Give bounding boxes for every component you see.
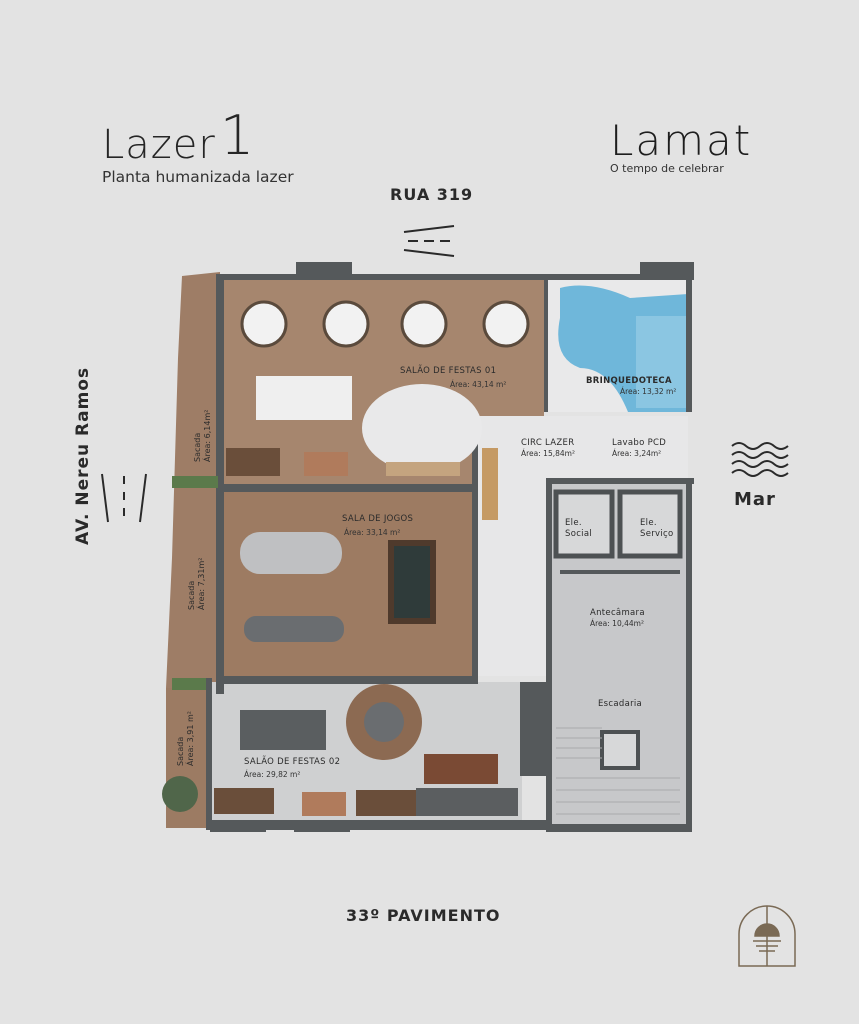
room-salao-festas-02-area: Área: 29,82 m² <box>244 770 301 779</box>
brand-emblem-icon <box>738 905 796 967</box>
room-sacada-3-label: Sacada Área: 3,91 m² <box>176 710 195 766</box>
room-sacada-2-label: Sacada Área: 7,31m² <box>187 557 206 610</box>
stair-steps <box>556 727 680 815</box>
room-ele-social-label: Ele. Social <box>565 518 593 539</box>
lounge-rug <box>362 384 482 472</box>
room-salao-festas-01-label: SALÃO DE FESTAS 01 <box>400 366 497 376</box>
room-antecamara-area: Área: 10,44m² <box>590 619 644 628</box>
brand-tagline: O tempo de celebrar <box>610 162 724 175</box>
elevator-servico <box>617 489 683 559</box>
room-lavabo-label: Lavabo PCD <box>612 438 667 448</box>
room-lavabo-area: Área: 3,24m² <box>612 449 662 458</box>
room-escadaria-label: Escadaria <box>598 699 643 709</box>
brick-grill <box>304 452 348 476</box>
ball-pit <box>636 316 686 408</box>
floor-plan <box>162 262 694 832</box>
room-brinquedoteca-area: Área: 13,32 m² <box>620 387 677 396</box>
kitchen-island <box>240 710 326 750</box>
road-left-icon <box>101 473 147 523</box>
floor-label: 33º PAVIMENTO <box>346 906 501 925</box>
stair-shaft <box>600 730 640 770</box>
room-brinquedoteca-label: BRINQUEDOTECA <box>586 376 672 386</box>
brand-logo-text: Lamat <box>610 116 753 165</box>
card-table <box>244 616 344 642</box>
sofa <box>386 462 460 476</box>
waves-icon <box>731 442 789 477</box>
room-salao-festas-02-label: SALÃO DE FESTAS 02 <box>244 757 341 767</box>
plant <box>162 776 198 812</box>
plan-subtitle: Planta humanizada lazer <box>102 168 294 186</box>
sofa-02 <box>416 788 518 816</box>
room-sala-jogos-label: SALA DE JOGOS <box>342 514 414 524</box>
plan-title-text: Lazer <box>102 122 216 168</box>
room-circ-lazer-label: CIRC LAZER <box>521 438 575 448</box>
street-label-left: AV. Nereu Ramos <box>73 366 93 545</box>
sea-label: Mar <box>734 489 776 510</box>
dining-tables <box>240 300 530 348</box>
room-ele-servico-label: Ele. Serviço <box>640 518 674 539</box>
plan-title-number: 1 <box>219 104 256 167</box>
road-top-icon <box>403 225 455 257</box>
room-sala-jogos-area: Área: 33,14 m² <box>344 528 401 537</box>
plan-title: Lazer1 <box>102 104 255 171</box>
room-circ-lazer-area: Área: 15,84m² <box>521 449 575 458</box>
street-label-top: RUA 319 <box>390 185 474 204</box>
planter <box>172 678 206 690</box>
game-table <box>240 532 342 574</box>
kitchen-counter <box>256 376 352 420</box>
room-antecamara-label: Antecâmara <box>590 608 645 618</box>
bench <box>482 448 498 520</box>
elevator-social <box>553 489 615 559</box>
planter <box>172 476 218 488</box>
balcony-cabinet <box>226 448 280 476</box>
room-salao-festas-01-area: Área: 43,14 m² <box>450 380 507 389</box>
long-table <box>424 754 498 784</box>
room-sacada-1-label: Sacada Área: 6,14m² <box>193 409 212 462</box>
